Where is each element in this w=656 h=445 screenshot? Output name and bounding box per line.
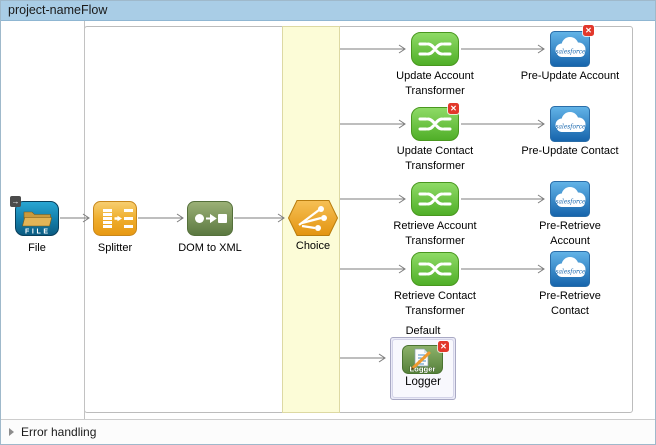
- node-endpoint-pre-retrieve-account[interactable]: salesforce ✕: [550, 181, 590, 217]
- salesforce-icon: salesforce: [550, 106, 590, 142]
- node-label-transformer: Update Account Transformer: [396, 70, 474, 97]
- pencil-glyph: [411, 351, 431, 370]
- node-dom-to-xml[interactable]: [187, 201, 233, 236]
- cloud-glyph: [555, 37, 586, 57]
- error-handling-label: Error handling: [21, 425, 97, 439]
- flow-title: project-nameFlow: [8, 3, 108, 17]
- node-label-endpoint: Pre-Update Account: [520, 70, 620, 82]
- node-label-dom-to-xml: DOM to XML: [178, 242, 242, 254]
- error-badge-icon: ✕: [438, 341, 449, 352]
- node-label-transformer: Retrieve Contact Transformer: [394, 290, 476, 317]
- flow-canvas: FILE → File Splitter: [1, 21, 655, 420]
- transformer-icon: [411, 32, 459, 66]
- choice-icon: [288, 200, 338, 236]
- folder-glyph: [23, 211, 51, 219]
- default-branch-group[interactable]: Default Logger ✕ Logger: [390, 325, 456, 400]
- connection-arrows: [60, 44, 545, 363]
- node-logger[interactable]: Logger ✕: [402, 341, 449, 374]
- svg-text:Logger: Logger: [410, 365, 436, 374]
- error-handling-bar[interactable]: Error handling: [1, 419, 655, 444]
- node-endpoint-pre-update-contact[interactable]: salesforce ✕: [550, 106, 590, 142]
- node-transformer-update-contact[interactable]: ✕: [411, 103, 459, 141]
- error-badge-icon: ✕: [448, 103, 459, 114]
- svg-text:FILE: FILE: [25, 229, 49, 236]
- node-label-choice: Choice: [295, 240, 331, 252]
- salesforce-icon: salesforce: [550, 181, 590, 217]
- node-endpoint-pre-retrieve-contact[interactable]: salesforce ✕: [550, 251, 590, 287]
- flow-title-bar[interactable]: project-nameFlow: [1, 1, 655, 21]
- node-label-endpoint: Pre-Retrieve Contact: [539, 290, 601, 317]
- node-transformer-retrieve-account[interactable]: ✕: [411, 182, 459, 216]
- node-label-transformer: Update Contact Transformer: [396, 145, 474, 172]
- node-label-endpoint: Pre-Retrieve Account: [539, 220, 601, 247]
- error-badge-icon: ✕: [583, 25, 594, 36]
- svg-text:salesforce: salesforce: [556, 48, 586, 56]
- node-file[interactable]: FILE →: [10, 196, 59, 236]
- splitter-icon: [93, 201, 137, 236]
- svg-text:salesforce: salesforce: [556, 198, 586, 206]
- default-branch-label: Default: [403, 325, 443, 337]
- node-label-transformer: Retrieve Account Transformer: [393, 220, 477, 247]
- node-transformer-retrieve-contact[interactable]: ✕: [411, 252, 459, 286]
- dom-to-xml-icon: [187, 201, 233, 236]
- transformer-icon: [411, 107, 459, 141]
- node-transformer-update-account[interactable]: ✕: [411, 32, 459, 66]
- salesforce-icon: salesforce: [550, 31, 590, 67]
- node-splitter[interactable]: [93, 201, 137, 236]
- salesforce-icon: salesforce: [550, 251, 590, 287]
- expand-triangle-icon[interactable]: [9, 428, 14, 436]
- file-icon: FILE: [15, 201, 59, 236]
- node-choice[interactable]: [288, 200, 338, 236]
- node-label-logger: Logger: [405, 376, 441, 388]
- logger-icon: Logger: [402, 345, 443, 374]
- transformer-icon: [411, 182, 459, 216]
- message-source-arrow-icon: →: [10, 196, 21, 207]
- node-endpoint-pre-update-account[interactable]: salesforce ✕: [550, 25, 594, 67]
- node-label-splitter: Splitter: [97, 242, 133, 254]
- node-label-endpoint: Pre-Update Contact: [521, 145, 619, 157]
- transformer-icon: [411, 252, 459, 286]
- node-label-file: File: [28, 242, 46, 254]
- svg-text:salesforce: salesforce: [556, 123, 586, 131]
- svg-text:salesforce: salesforce: [556, 268, 586, 276]
